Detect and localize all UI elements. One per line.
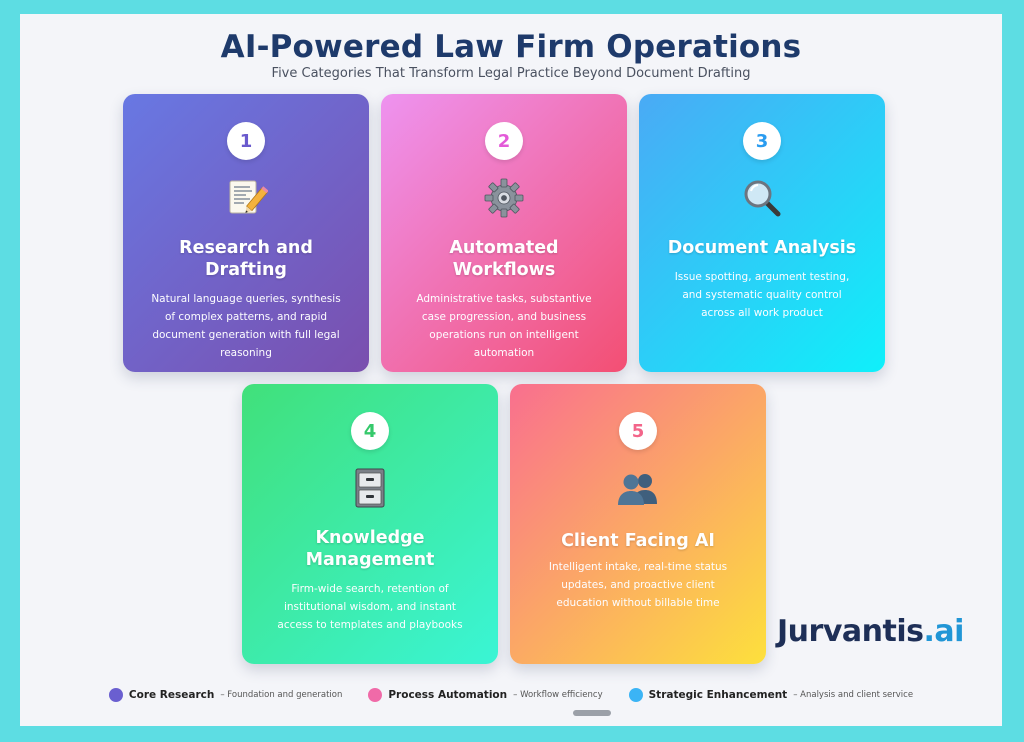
card-description: Administrative tasks, substantive case p… [416, 293, 592, 359]
card-description: Natural language queries, synthesis of c… [151, 293, 341, 359]
card-title: Research and Drafting [179, 238, 313, 280]
magnifying-glass-icon [744, 180, 781, 217]
card-number-badge: 4 [351, 412, 389, 450]
card-description: Intelligent intake, real-time status upd… [548, 561, 728, 609]
legend-description: – Foundation and generation [220, 690, 343, 700]
card-number-badge: 2 [485, 122, 523, 160]
category-card-analysis: 3 Document Analysis Issue spotting, argu… [639, 94, 885, 372]
people-silhouette-icon [618, 474, 657, 505]
legend-item-strategic-enhancement: Strategic Enhancement – Analysis and cli… [628, 688, 914, 702]
legend-dot [628, 688, 643, 702]
legend-description: – Analysis and client service [793, 690, 914, 700]
card-number-badge: 3 [743, 122, 781, 160]
card-title: Knowledge Management [305, 528, 435, 570]
legend-dot [108, 688, 123, 702]
gear-icon [484, 178, 524, 218]
category-card-research: 1 Research and Drafting Natural language… [123, 94, 369, 372]
logo-main: Jurvantis [777, 614, 924, 649]
legend-name: Process Automation [388, 689, 508, 701]
file-cabinet-icon [355, 468, 385, 508]
card-title: Client Facing AI [561, 531, 715, 551]
card-number-badge: 1 [227, 122, 265, 160]
card-number-badge: 5 [619, 412, 657, 450]
page-subtitle: Five Categories That Transform Legal Pra… [271, 66, 751, 81]
category-card-client: 5 Client Facing AI Intelligent intake, r… [510, 384, 766, 664]
legend-item-core-research: Core Research – Foundation and generatio… [108, 688, 343, 702]
card-description: Issue spotting, argument testing, and sy… [674, 271, 850, 319]
infographic-frame: AI-Powered Law Firm Operations Five Cate… [20, 14, 1002, 726]
legend-item-process-automation: Process Automation – Workflow efficiency [368, 688, 603, 702]
page-title: AI-Powered Law Firm Operations [220, 29, 802, 65]
brand-logo: Jurvantis.ai [777, 614, 964, 649]
card-title: Document Analysis [667, 238, 857, 258]
logo-accent: .ai [923, 614, 964, 649]
legend-name: Strategic Enhancement [648, 689, 788, 701]
scroll-handle[interactable] [573, 710, 611, 716]
legend: Core Research – Foundation and generatio… [20, 688, 1002, 702]
category-card-knowledge: 4 Knowledge Management Firm-wide search,… [242, 384, 498, 664]
memo-pencil-icon [229, 180, 268, 214]
legend-name: Core Research [128, 689, 215, 701]
card-description: Firm-wide search, retention of instituti… [277, 583, 463, 631]
legend-description: – Workflow efficiency [513, 690, 603, 700]
category-card-workflows: 2 Automated Workflows Administrative tas… [381, 94, 627, 372]
card-title: Automated Workflows [449, 238, 559, 280]
legend-dot [368, 688, 383, 702]
